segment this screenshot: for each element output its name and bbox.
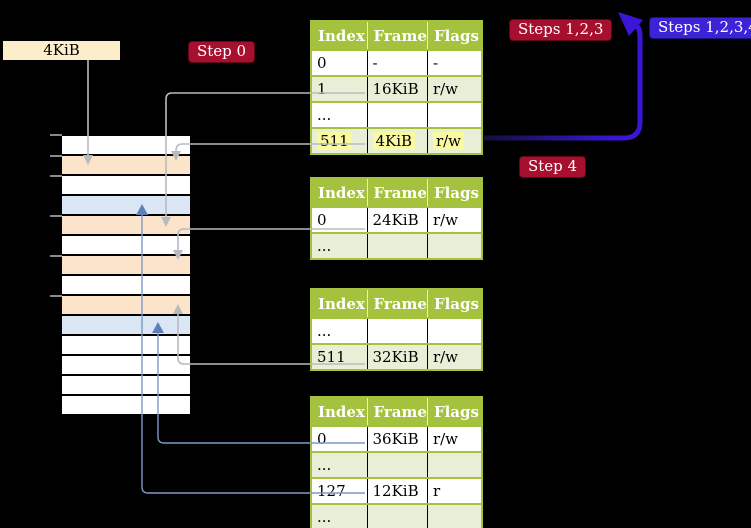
memory-frame-row — [62, 376, 190, 396]
cell-flags: r/w — [426, 206, 483, 233]
page-table-1: Index Frame Flags 0 - - 1 16KiB r/w ... … — [310, 20, 484, 155]
table-row: 0 - - — [311, 49, 483, 76]
cell-flags — [426, 232, 483, 259]
col-header-index: Index — [311, 289, 367, 318]
memory-address-tick — [50, 134, 62, 136]
recursive-arrowhead-icon — [618, 12, 643, 36]
highlighted-value: 4KiB — [372, 132, 416, 150]
highlighted-value: r/w — [432, 132, 465, 150]
cell-frame: 4KiB — [366, 127, 428, 154]
table-row: ... — [311, 503, 483, 528]
cell-frame: - — [366, 49, 428, 76]
page-table-3: Index Frame Flags ... 511 32KiB r/w — [310, 288, 484, 371]
cell-index: ... — [311, 503, 367, 528]
memory-frame-row — [62, 276, 190, 296]
physical-memory-column — [62, 136, 190, 416]
cell-flags — [426, 503, 483, 528]
cell-index: ... — [311, 101, 367, 128]
table-row: 127 12KiB r — [311, 477, 483, 504]
step-0-label: Step 0 — [188, 41, 256, 63]
cell-flags — [426, 101, 483, 128]
cell-frame — [366, 451, 428, 478]
memory-frame-row — [62, 356, 190, 376]
table-header-row: Index Frame Flags — [311, 178, 483, 207]
memory-frame-row — [62, 196, 190, 216]
table-row: 1 16KiB r/w — [311, 75, 483, 102]
cell-index: 0 — [311, 49, 367, 76]
col-header-frame: Frame — [366, 21, 428, 50]
cell-index: ... — [311, 451, 367, 478]
col-header-frame: Frame — [366, 178, 428, 207]
col-header-flags: Flags — [426, 21, 483, 50]
steps-1234-label: Steps 1,2,3,4 — [649, 17, 751, 39]
frame-address-box: 4KiB — [3, 41, 120, 60]
cell-frame: 12KiB — [366, 477, 428, 504]
cell-flags: r/w — [426, 343, 483, 370]
col-header-index: Index — [311, 178, 367, 207]
cell-frame — [366, 232, 428, 259]
memory-frame-row — [62, 396, 190, 416]
cell-frame — [366, 503, 428, 528]
cell-frame: 32KiB — [366, 343, 428, 370]
table-row: 0 36KiB r/w — [311, 425, 483, 452]
cell-flags — [426, 317, 483, 344]
cell-index: 127 — [311, 477, 367, 504]
cell-index: 511 — [311, 343, 367, 370]
page-table-2: Index Frame Flags 0 24KiB r/w ... — [310, 177, 484, 260]
table-header-row: Index Frame Flags — [311, 21, 483, 50]
memory-address-tick — [50, 155, 62, 157]
memory-frame-row — [62, 216, 190, 236]
cell-flags: - — [426, 49, 483, 76]
cell-frame — [366, 317, 428, 344]
table-row: ... — [311, 317, 483, 344]
col-header-flags: Flags — [426, 289, 483, 318]
memory-frame-row — [62, 136, 190, 156]
col-header-flags: Flags — [426, 397, 483, 426]
cell-index: 1 — [311, 75, 367, 102]
col-header-frame: Frame — [366, 397, 428, 426]
table-row: ... — [311, 232, 483, 259]
cell-frame: 16KiB — [366, 75, 428, 102]
cell-flags — [426, 451, 483, 478]
table-row: ... — [311, 451, 483, 478]
col-header-index: Index — [311, 397, 367, 426]
cell-index: 511 — [311, 127, 367, 154]
memory-address-tick — [50, 255, 62, 257]
cell-index: ... — [311, 232, 367, 259]
table-header-row: Index Frame Flags — [311, 289, 483, 318]
cell-frame: 36KiB — [366, 425, 428, 452]
memory-address-tick — [50, 175, 62, 177]
page-table-4: Index Frame Flags 0 36KiB r/w ... 127 12… — [310, 396, 484, 528]
memory-frame-row — [62, 296, 190, 316]
table-row: 511 32KiB r/w — [311, 343, 483, 370]
cell-frame: 24KiB — [366, 206, 428, 233]
cell-flags: r/w — [426, 127, 483, 154]
cell-flags: r/w — [426, 75, 483, 102]
memory-frame-row — [62, 316, 190, 336]
highlighted-value: 511 — [317, 132, 352, 150]
memory-frame-row — [62, 336, 190, 356]
cell-frame — [366, 101, 428, 128]
cell-index: 0 — [311, 206, 367, 233]
steps-123-label: Steps 1,2,3 — [509, 19, 613, 41]
memory-frame-row — [62, 156, 190, 176]
table-row: 0 24KiB r/w — [311, 206, 483, 233]
cell-flags: r/w — [426, 425, 483, 452]
cell-index: 0 — [311, 425, 367, 452]
col-header-index: Index — [311, 21, 367, 50]
table-header-row: Index Frame Flags — [311, 397, 483, 426]
table-row-highlighted: 511 4KiB r/w — [311, 127, 483, 154]
cell-index: ... — [311, 317, 367, 344]
memory-frame-row — [62, 176, 190, 196]
memory-address-tick — [50, 215, 62, 217]
col-header-flags: Flags — [426, 178, 483, 207]
col-header-frame: Frame — [366, 289, 428, 318]
memory-address-tick — [50, 295, 62, 297]
table-row: ... — [311, 101, 483, 128]
cell-flags: r — [426, 477, 483, 504]
memory-frame-row — [62, 256, 190, 276]
memory-frame-row — [62, 236, 190, 256]
step-4-label: Step 4 — [519, 156, 587, 178]
